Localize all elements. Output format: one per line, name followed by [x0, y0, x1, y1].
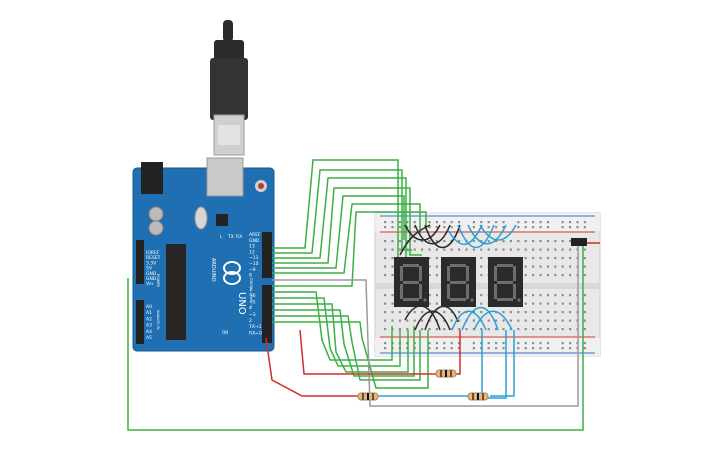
power-pin-label: 3.3V [146, 260, 157, 266]
display-segment [403, 298, 419, 301]
analog-pin-label: A1 [146, 310, 152, 316]
digital-pin-label: 4 [249, 306, 252, 312]
resistor-1 [435, 369, 457, 378]
display-segment [497, 264, 513, 267]
digital-pin-label: ~3 [249, 312, 256, 318]
seven-segment-displays [394, 257, 523, 307]
display-segment [513, 266, 516, 281]
digital-pin-label: 8 [249, 273, 252, 279]
power-pin-label: GND [146, 271, 157, 277]
usb-cable [210, 20, 248, 156]
board-model: UNO [236, 292, 247, 315]
seven-segment-display [394, 257, 429, 307]
digital-pin-label: ~9 [249, 267, 256, 273]
analog-header-label: ANALOG IN [156, 310, 160, 330]
analog-pin-label: A4 [146, 329, 152, 335]
analog-pin-label: A5 [146, 335, 152, 341]
board-led-label: RX [236, 234, 242, 240]
ground-wire [272, 243, 579, 407]
analog-pin-label: A2 [146, 316, 152, 322]
digital-pin-label: 12 [249, 249, 255, 255]
display-segment [403, 264, 419, 267]
digital-pin-label: 13 [249, 244, 255, 250]
digital-pin-label: AREF [249, 232, 261, 238]
display-segment [513, 284, 516, 299]
digital-header-label: DIGITAL (PWM~) [249, 278, 253, 308]
power-header-label: POWER [156, 274, 160, 288]
display-decimal-point [517, 298, 521, 302]
seven-segment-display [488, 257, 523, 307]
display-segment [466, 284, 469, 299]
display-segment [419, 284, 422, 299]
segment-wires-blue [447, 224, 517, 399]
digital-pin-label: ~10 [249, 261, 259, 267]
digital-pin-label: 2 [249, 318, 252, 324]
display-segment [400, 284, 403, 299]
display-segment [497, 298, 513, 301]
analog-pin-label: A3 [146, 323, 152, 329]
display-segment [494, 284, 497, 299]
power-pin-label: Vin [146, 281, 153, 287]
digital-pin-label: RX←0 [249, 330, 262, 336]
slide-switch[interactable] [571, 238, 587, 246]
power-pin-label: IOREF [146, 250, 160, 256]
display-segment [400, 266, 403, 281]
display-segment [419, 266, 422, 281]
board-brand: ARDUINO [210, 258, 216, 282]
display-segment [450, 264, 466, 267]
display-decimal-point [423, 298, 427, 302]
display-segment [450, 281, 466, 284]
digital-pin-label: TX→1 [248, 324, 262, 330]
display-segment [497, 281, 513, 284]
resistor-2 [357, 392, 379, 401]
display-decimal-point [470, 298, 474, 302]
digital-pin-label: GND [249, 238, 260, 244]
digital-pin-label: ~6 [249, 293, 256, 299]
analog-pin-label: A0 [146, 304, 152, 310]
board-led-label: TX [227, 234, 234, 240]
display-segment [447, 284, 450, 299]
display-segment [403, 281, 419, 284]
digital-pin-label: 7 [249, 287, 252, 293]
display-segment [494, 266, 497, 281]
board-led-label: L [220, 234, 223, 240]
power-pin-label: 5V [146, 266, 153, 272]
seven-segment-display [441, 257, 476, 307]
arduino-logo [223, 261, 241, 285]
digital-pin-label: ~11 [249, 255, 259, 261]
on-led-label: ON [222, 330, 228, 335]
display-segment [450, 298, 466, 301]
display-segment [447, 266, 450, 281]
resistor-3 [467, 392, 489, 401]
display-segment [466, 266, 469, 281]
resistor-wires-blue [376, 330, 515, 397]
power-pin-label: RESET [146, 255, 161, 261]
arduino-uno-board: ARDUINO UNO DIGITAL (PWM~) POWER ANALOG … [132, 157, 275, 352]
power-pin-label: GND [146, 276, 157, 282]
digital-pin-label: ~5 [249, 299, 256, 305]
